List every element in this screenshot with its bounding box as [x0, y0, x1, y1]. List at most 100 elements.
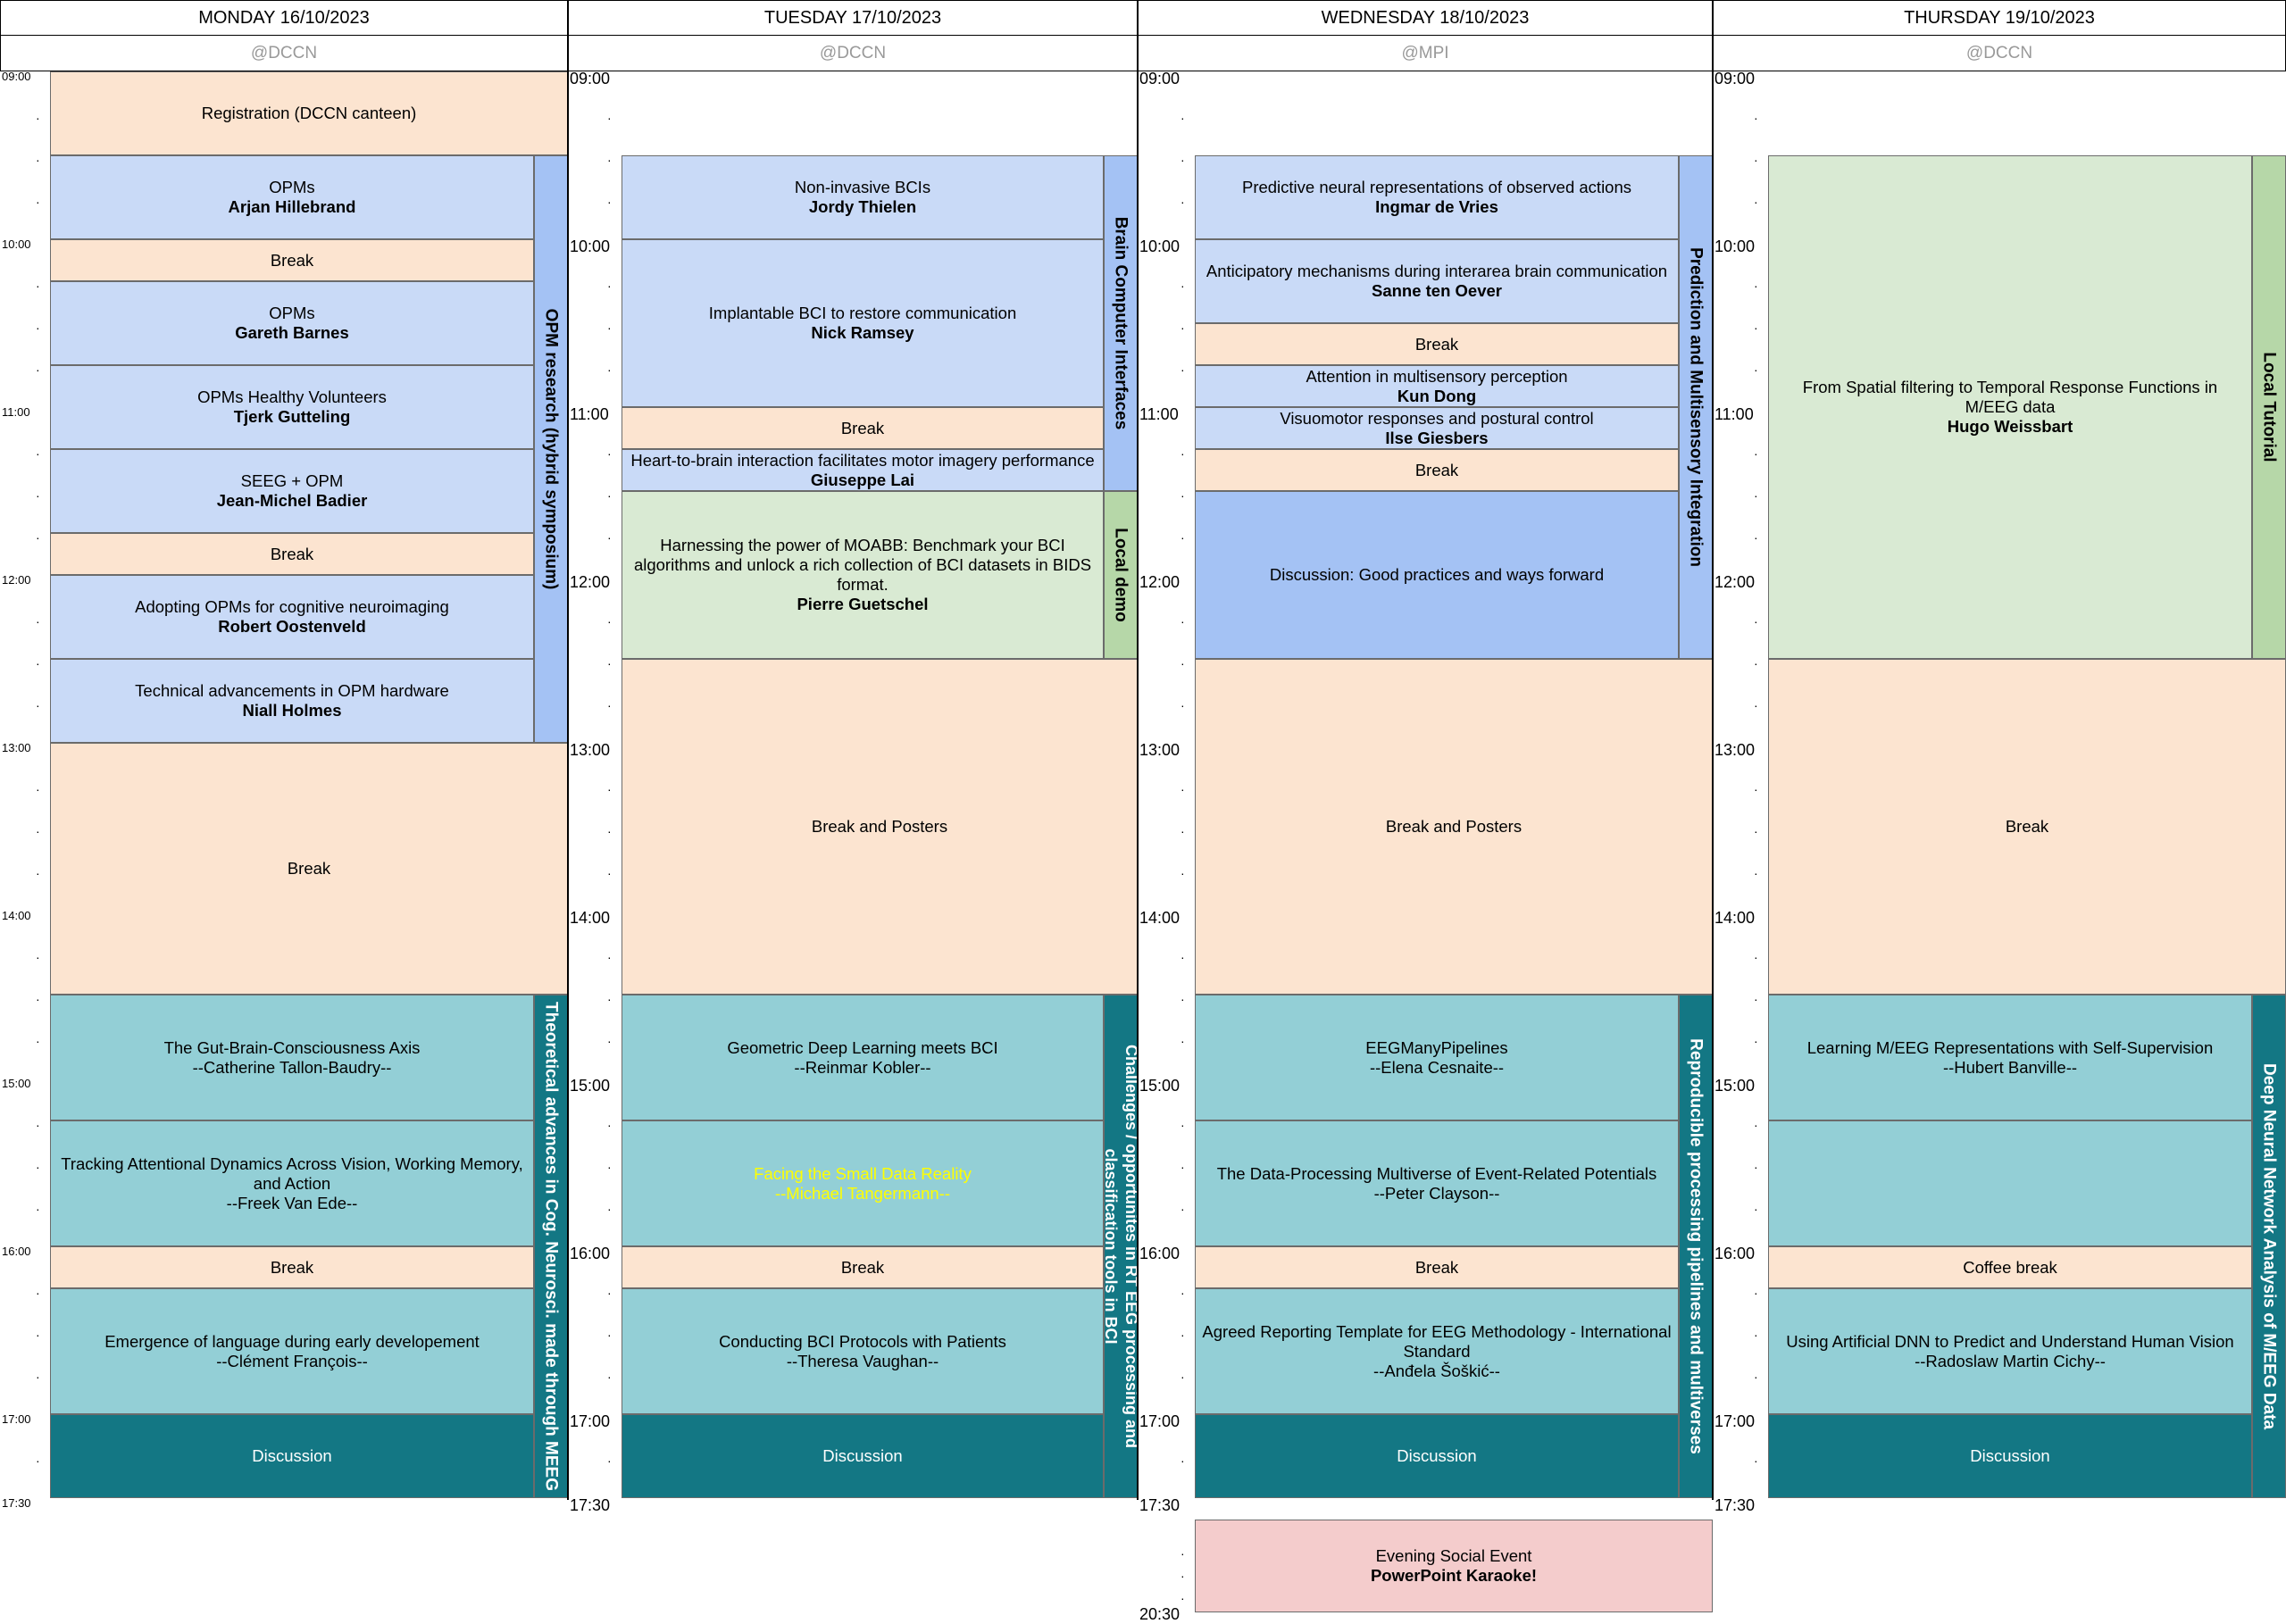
quarter-dot: · — [36, 111, 40, 125]
quarter-dot: · — [36, 153, 40, 167]
session-slot[interactable]: Tracking Attentional Dynamics Across Vis… — [50, 1120, 534, 1246]
quarter-dot: · — [1754, 824, 1758, 838]
session-slot[interactable]: Anticipatory mechanisms during interarea… — [1195, 239, 1679, 323]
discussion-slot[interactable]: Discussion — [1195, 1414, 1679, 1498]
quarter-dot: · — [607, 488, 612, 503]
day-separator — [567, 0, 569, 1500]
break-slot[interactable]: Break — [1768, 659, 2286, 995]
session-title: Emergence of language during early devel… — [104, 1331, 480, 1351]
break-slot[interactable]: Break — [622, 1246, 1104, 1288]
session-slot[interactable]: Predictive neural representations of obs… — [1195, 155, 1679, 239]
session-title: OPMs Healthy Volunteers — [197, 387, 387, 406]
session-slot[interactable]: Geometric Deep Learning meets BCI--Reinm… — [622, 995, 1104, 1120]
track-label: Brain Computer Interfaces — [1104, 155, 1138, 491]
time-tick: 14:00 — [1714, 909, 1756, 927]
quarter-dot: · — [36, 530, 40, 545]
speaker-name: Kun Dong — [1397, 386, 1477, 405]
session-slot[interactable]: The Gut-Brain-Consciousness Axis--Cather… — [50, 995, 534, 1120]
break-slot[interactable]: Break — [50, 743, 568, 995]
speaker-name: Niall Holmes — [242, 701, 342, 720]
break-slot[interactable]: Break — [50, 239, 534, 281]
break-slot[interactable]: Break — [1195, 1246, 1679, 1288]
session-slot[interactable]: From Spatial filtering to Temporal Respo… — [1768, 155, 2252, 659]
day-header: WEDNESDAY 18/10/2023 — [1138, 0, 1713, 36]
session-slot[interactable]: Learning M/EEG Representations with Self… — [1768, 995, 2252, 1120]
discussion-slot[interactable]: Discussion — [622, 1414, 1104, 1498]
discussion-slot[interactable]: Discussion — [50, 1414, 534, 1498]
venue-label: @MPI — [1138, 36, 1713, 71]
session-slot[interactable]: EEGManyPipelines--Elena Cesnaite-- — [1195, 995, 1679, 1120]
session-slot[interactable]: Harnessing the power of MOABB: Benchmark… — [622, 491, 1104, 659]
track-label-text: Deep Neural Network Analysis of M/EEG Da… — [2259, 1062, 2279, 1430]
break-slot[interactable]: Break — [50, 533, 534, 575]
quarter-dot: · — [36, 1034, 40, 1048]
track-label-text: Local demo — [1111, 528, 1130, 622]
time-tick: 16:00 — [1139, 1245, 1181, 1262]
session-title: From Spatial filtering to Temporal Respo… — [1802, 378, 2218, 416]
session-title: SEEG + OPM — [240, 471, 344, 490]
session-slot[interactable]: Adopting OPMs for cognitive neuroimaging… — [50, 575, 534, 659]
track-label: Theoretical advances in Cog. Neurosci. m… — [534, 995, 568, 1498]
session-slot[interactable]: Implantable BCI to restore communication… — [622, 239, 1104, 407]
quarter-dot: · — [36, 362, 40, 377]
quarter-dot: · — [607, 950, 612, 964]
session-title: Break — [270, 250, 314, 270]
speaker-name: --Freek Van Ede-- — [226, 1193, 358, 1212]
break-slot[interactable]: Break — [50, 1246, 534, 1288]
session-title: The Gut-Brain-Consciousness Axis — [163, 1037, 421, 1057]
session-slot[interactable]: The Data-Processing Multiverse of Event-… — [1195, 1120, 1679, 1246]
session-slot[interactable]: Conducting BCI Protocols with Patients--… — [622, 1288, 1104, 1414]
quarter-dot: · — [36, 656, 40, 670]
quarter-dot: · — [1181, 866, 1185, 880]
quarter-dot: · — [36, 698, 40, 712]
quarter-dot: · — [607, 279, 612, 293]
quarter-dot: · — [1181, 195, 1185, 209]
session-slot[interactable]: Emergence of language during early devel… — [50, 1288, 534, 1414]
session-slot[interactable]: Agreed Reporting Template for EEG Method… — [1195, 1288, 1679, 1414]
quarter-dot: · — [1754, 1118, 1758, 1132]
session-title: Break and Posters — [1385, 817, 1523, 836]
quarter-dot: · — [607, 530, 612, 545]
break-slot[interactable]: Coffee break — [1768, 1246, 2252, 1288]
break-slot[interactable]: Break and Posters — [622, 659, 1138, 995]
quarter-dot: · — [607, 656, 612, 670]
session-slot[interactable]: Using Artificial DNN to Predict and Unde… — [1768, 1288, 2252, 1414]
quarter-dot: · — [1181, 1034, 1185, 1048]
session-slot[interactable]: Visuomotor responses and postural contro… — [1195, 407, 1679, 449]
quarter-dot: · — [36, 1118, 40, 1132]
track-label: Reproducible processing pipelines and mu… — [1679, 995, 1713, 1498]
session-title: Break — [1414, 334, 1459, 354]
break-slot[interactable]: Registration (DCCN canteen) — [50, 71, 568, 155]
break-slot[interactable]: Break and Posters — [1195, 659, 1713, 995]
break-slot[interactable]: Break — [622, 407, 1104, 449]
quarter-dot: · — [1181, 111, 1185, 125]
time-tick: 10:00 — [570, 237, 611, 255]
break-slot[interactable]: Break — [1195, 449, 1679, 491]
venue-label: @DCCN — [568, 36, 1138, 71]
session-slot[interactable]: Heart-to-brain interaction facilitates m… — [622, 449, 1104, 491]
track-label-text: Reproducible processing pipelines and mu… — [1686, 1038, 1706, 1454]
speaker-name: Jordy Thielen — [808, 197, 917, 216]
discussion-slot[interactable]: Discussion — [1768, 1414, 2252, 1498]
day-separator — [1137, 0, 1139, 1500]
quarter-dot: · — [1181, 1546, 1185, 1561]
quarter-dot: · — [1181, 782, 1185, 796]
speaker-name: Tjerk Gutteling — [233, 407, 351, 426]
session-slot[interactable]: Discussion: Good practices and ways forw… — [1195, 491, 1679, 659]
quarter-dot: · — [36, 1328, 40, 1342]
session-slot[interactable] — [1768, 1120, 2252, 1246]
day-header: MONDAY 16/10/2023 — [0, 0, 568, 36]
session-title: Break — [1414, 460, 1459, 479]
session-slot[interactable]: Facing the Small Data Reality--Michael T… — [622, 1120, 1104, 1246]
session-title: Tracking Attentional Dynamics Across Vis… — [61, 1153, 523, 1193]
break-slot[interactable]: Break — [1195, 323, 1679, 365]
